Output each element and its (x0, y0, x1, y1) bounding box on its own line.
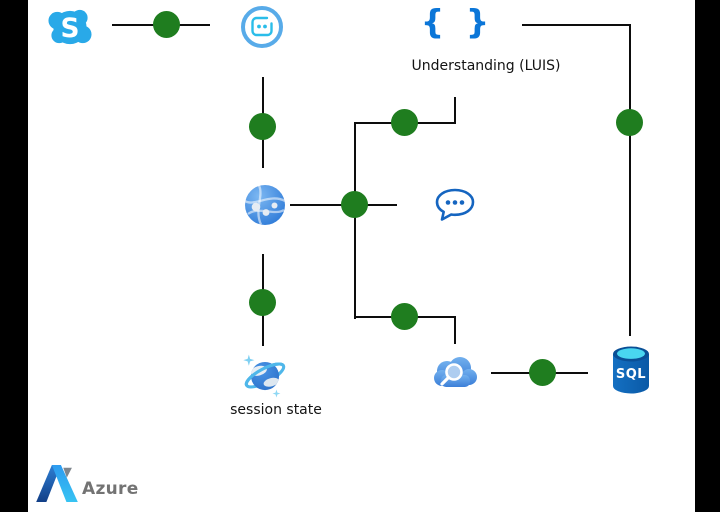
skype-initial: S (60, 13, 79, 44)
sql-label-text: SQL (616, 367, 646, 382)
globe-icon (244, 184, 286, 226)
session-state-label: session state (230, 402, 322, 418)
azure-logo-icon (35, 461, 79, 506)
bot-service-icon (239, 4, 285, 50)
speech-bubble-icon (434, 187, 476, 223)
luis-label: Understanding (LUIS) (411, 58, 561, 74)
connection-node-dot (249, 113, 276, 140)
letterbox-right (695, 0, 720, 512)
cloud-search-icon (430, 354, 480, 394)
skype-icon: S (46, 6, 94, 51)
connection-node-dot (153, 11, 180, 38)
connection-node-dot (341, 191, 368, 218)
connection-node-dot (616, 109, 643, 136)
connector-bottom-branch-down (454, 316, 456, 344)
connection-node-dot (249, 289, 276, 316)
ringed-planet-icon (240, 351, 290, 401)
letterbox-left (0, 0, 28, 512)
connection-node-dot (529, 359, 556, 386)
connection-node-dot (391, 303, 418, 330)
connection-node-dot (391, 109, 418, 136)
connector-luis-right (522, 24, 631, 26)
connector-junction-vertical (354, 122, 356, 319)
sql-database-icon: SQL (610, 345, 652, 395)
connector-top-branch-up (454, 97, 456, 124)
azure-wordmark: Azure (82, 479, 139, 499)
connector-right-vertical-sql (629, 24, 631, 336)
curly-braces-icon: { } (420, 2, 490, 41)
